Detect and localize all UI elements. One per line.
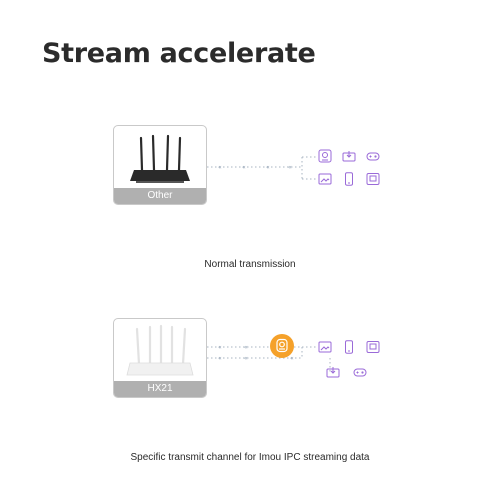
svg-text:«: « bbox=[218, 355, 222, 362]
camera-icon bbox=[318, 149, 332, 163]
tablet-icon bbox=[366, 341, 380, 353]
svg-text:«: « bbox=[266, 164, 270, 171]
hx21-router-card: HX21 bbox=[113, 318, 207, 398]
normal-transmission-caption: Normal transmission bbox=[204, 259, 296, 270]
other-router-card: Other bbox=[113, 125, 207, 205]
router-label-other: Other bbox=[114, 188, 206, 204]
dark-router-image bbox=[130, 134, 190, 183]
phone-icon bbox=[345, 172, 353, 186]
white-router-image bbox=[126, 324, 194, 376]
svg-text:«: « bbox=[244, 355, 248, 362]
photo-frame-icon bbox=[318, 173, 332, 185]
tablet-icon bbox=[366, 173, 380, 185]
specific-channel-caption: Specific transmit channel for Imou IPC s… bbox=[130, 452, 370, 463]
svg-text:«: « bbox=[242, 164, 246, 171]
camera-accelerator-icon bbox=[270, 334, 294, 358]
phone-icon bbox=[345, 340, 353, 354]
gamepad-icon bbox=[353, 368, 367, 377]
tv-box-icon bbox=[342, 151, 356, 162]
gamepad-icon bbox=[366, 152, 380, 161]
svg-text:«: « bbox=[218, 344, 222, 351]
tv-box-icon bbox=[326, 367, 340, 378]
svg-text:«: « bbox=[244, 344, 248, 351]
svg-text:«: « bbox=[288, 164, 292, 171]
page-title: Stream accelerate bbox=[42, 38, 316, 69]
svg-text:«: « bbox=[218, 164, 222, 171]
router-label-hx21: HX21 bbox=[114, 381, 206, 397]
photo-frame-icon bbox=[318, 341, 332, 353]
